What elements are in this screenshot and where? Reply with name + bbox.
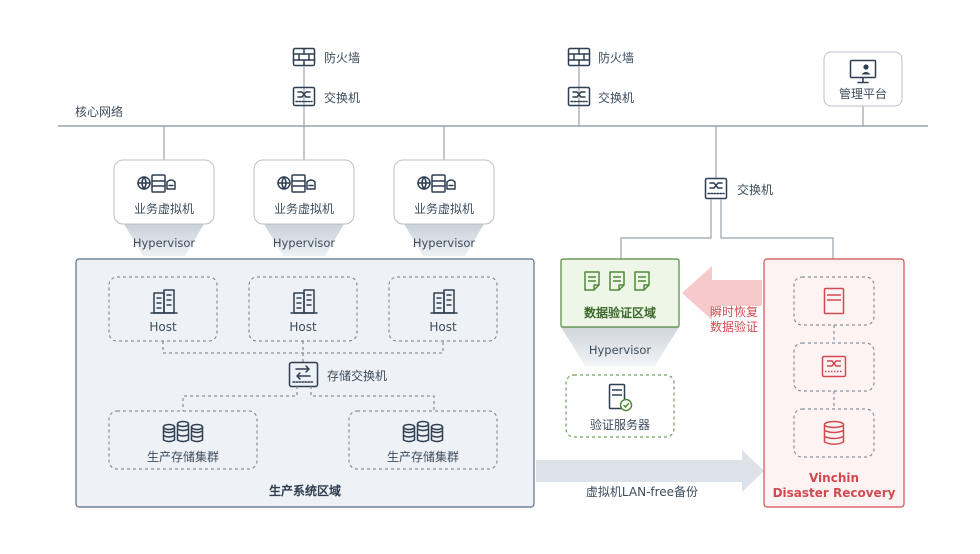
validation-zone: 数据验证区域 bbox=[560, 258, 680, 328]
switch-label: 交换机 bbox=[598, 90, 634, 105]
storage-cluster-box: 生产存储集群 bbox=[348, 410, 498, 470]
vm-label: 业务虚拟机 bbox=[274, 201, 334, 216]
switch-label: 交换机 bbox=[324, 90, 360, 105]
database-stack-icon bbox=[402, 420, 444, 443]
hypervisor-shape bbox=[124, 224, 204, 256]
host-box: Host bbox=[388, 276, 498, 342]
vm-label: 业务虚拟机 bbox=[414, 201, 474, 216]
hypervisor-shape bbox=[561, 327, 679, 366]
vm-label: 业务虚拟机 bbox=[134, 201, 194, 216]
production-zone-title: 生产系统区域 bbox=[269, 483, 341, 498]
instant-restore-label: 瞬时恢复 bbox=[710, 305, 758, 319]
switch-label: 交换机 bbox=[737, 182, 773, 197]
building-server-icon bbox=[150, 289, 178, 314]
storage-switch-icon bbox=[288, 361, 319, 388]
validation-server-box: 验证服务器 bbox=[565, 374, 675, 438]
firewall-icon bbox=[567, 47, 591, 67]
switch-icon bbox=[704, 177, 728, 200]
building-server-icon bbox=[290, 289, 318, 314]
host-label: Host bbox=[149, 320, 177, 334]
validation-server-label: 验证服务器 bbox=[590, 417, 650, 432]
vinchin-title: Vinchin bbox=[809, 471, 859, 485]
building-server-icon bbox=[430, 289, 458, 314]
database-stack-icon bbox=[162, 420, 204, 443]
hypervisor-shape bbox=[264, 224, 344, 256]
documents-icon bbox=[584, 271, 650, 291]
core-network-label: 核心网络 bbox=[75, 104, 123, 119]
host-label: Host bbox=[289, 320, 317, 334]
switch-icon bbox=[821, 355, 847, 378]
database-icon bbox=[823, 420, 845, 445]
switch-icon bbox=[567, 86, 591, 107]
vinchin-dr-zone: Vinchin Disaster Recovery bbox=[763, 258, 905, 508]
vm-box: 业务虚拟机 bbox=[393, 159, 495, 225]
vm-globe-server-cloud-icon bbox=[277, 174, 316, 193]
production-zone bbox=[75, 258, 535, 508]
vm-globe-server-cloud-icon bbox=[137, 174, 176, 193]
firewall-label: 防火墙 bbox=[324, 50, 360, 65]
vm-box: 业务虚拟机 bbox=[253, 159, 355, 225]
server-check-icon bbox=[608, 383, 633, 412]
vm-globe-server-cloud-icon bbox=[417, 174, 456, 193]
hypervisor-label: Hypervisor bbox=[133, 236, 196, 250]
data-verify-label: 数据验证 bbox=[710, 319, 758, 334]
hypervisor-label: Hypervisor bbox=[413, 236, 476, 250]
monitor-user-icon bbox=[849, 59, 877, 84]
vinchin-subtitle: Disaster Recovery bbox=[773, 486, 896, 500]
firewall-label: 防火墙 bbox=[598, 50, 634, 65]
management-platform: 管理平台 bbox=[823, 51, 903, 107]
hypervisor-shape bbox=[404, 224, 484, 256]
server-icon bbox=[823, 287, 845, 315]
instant-restore-arrow bbox=[682, 266, 762, 320]
hypervisor-label: Hypervisor bbox=[589, 343, 652, 357]
storage-switch-label: 存储交换机 bbox=[327, 368, 387, 383]
lanfree-backup-arrow bbox=[536, 450, 764, 492]
vm-box: 业务虚拟机 bbox=[113, 159, 215, 225]
management-label: 管理平台 bbox=[839, 86, 887, 101]
hypervisor-label: Hypervisor bbox=[273, 236, 336, 250]
storage-cluster-label: 生产存储集群 bbox=[147, 449, 219, 464]
lanfree-backup-label: 虚拟机LAN-free备份 bbox=[586, 485, 698, 499]
storage-cluster-box: 生产存储集群 bbox=[108, 410, 258, 470]
firewall-icon bbox=[292, 47, 316, 67]
storage-cluster-label: 生产存储集群 bbox=[387, 449, 459, 464]
host-label: Host bbox=[429, 320, 457, 334]
validation-zone-title: 数据验证区域 bbox=[584, 305, 656, 320]
switch-icon bbox=[292, 86, 316, 107]
